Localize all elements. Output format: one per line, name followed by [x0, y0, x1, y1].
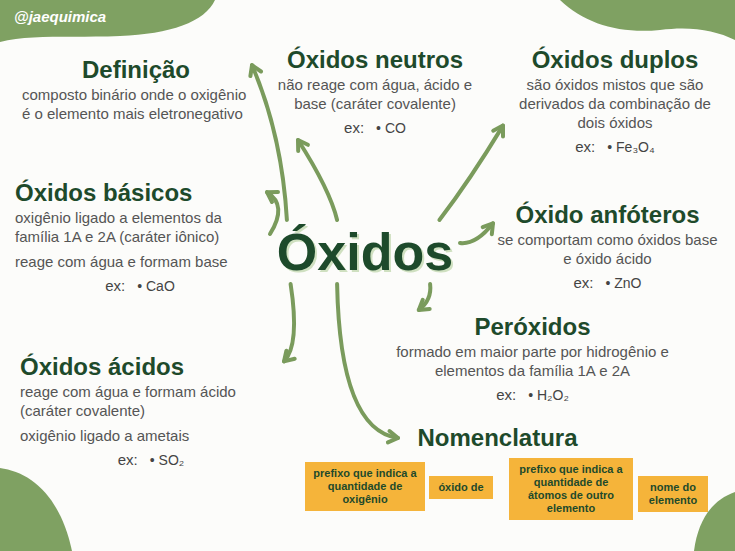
topic-block: Peróxidosformado em maior parte por hidr…	[370, 312, 695, 405]
example-label: ex:	[573, 273, 593, 292]
topic-block: Nomenclatura	[400, 423, 595, 453]
example-formula: • H₂O₂	[528, 386, 569, 405]
topic-body: oxigênio ligado a elementos da família 1…	[15, 208, 265, 246]
topic-heading: Peróxidos	[370, 312, 695, 342]
curved-arrow	[419, 284, 431, 310]
watermark: @jaequimica	[14, 8, 106, 26]
corner-blob	[0, 0, 215, 42]
example-label: ex:	[575, 137, 595, 156]
topic-heading: Definição	[22, 55, 250, 85]
nomenclature-box: prefixo que indica a quantidade de átomo…	[509, 458, 633, 520]
curved-arrow	[267, 192, 278, 234]
topic-body: formado em maior parte por hidrogênio e …	[370, 342, 695, 380]
topic-body: são óxidos mistos que são derivados da c…	[505, 75, 725, 132]
arrow-shaft	[419, 284, 431, 310]
topic-block: Óxidos duplossão óxidos mistos que são d…	[505, 45, 725, 157]
example-formula: • ZnO	[605, 274, 641, 293]
curved-arrow	[298, 140, 337, 220]
arrow-shaft	[284, 284, 294, 361]
nomenclature-text: prefixo que indica a quantidade de átomo…	[513, 463, 629, 515]
topic-note: oxigênio ligado a ametais	[20, 426, 282, 445]
example-formula: • CO	[376, 119, 406, 138]
curved-arrow	[460, 223, 493, 243]
arrow-shaft	[439, 126, 503, 220]
nomenclature-box: óxido de	[429, 476, 493, 499]
example-row: ex: • ZnO	[495, 273, 720, 293]
arrow-head	[284, 351, 295, 362]
curved-arrow	[337, 284, 398, 442]
nomenclature-box: prefixo que indica a quantidade de oxigê…	[305, 462, 425, 511]
example-formula: • Fe₃O₄	[607, 138, 654, 157]
topic-heading: Óxidos ácidos	[20, 352, 282, 382]
central-title: Óxidos	[272, 222, 458, 282]
topic-body: não reage com água, ácido e base (caráte…	[265, 75, 485, 113]
arrow-head	[250, 65, 261, 76]
example-row: ex: • H₂O₂	[370, 385, 695, 405]
topic-heading: Óxido anfóteros	[495, 200, 720, 230]
arrow-shaft	[460, 223, 493, 243]
curved-arrow	[439, 126, 503, 220]
example-label: ex:	[118, 450, 138, 469]
arrow-head	[483, 223, 493, 234]
nomenclature-text: nome do elemento	[642, 481, 704, 507]
arrow-head	[493, 126, 503, 137]
corner-blob	[0, 468, 72, 551]
topic-body: composto binário onde o oxigênio é o ele…	[22, 85, 250, 123]
curved-arrow	[284, 284, 295, 361]
topic-block: Óxidos neutrosnão reage com água, ácido …	[265, 45, 485, 138]
topic-block: Óxidos básicosoxigênio ligado a elemento…	[15, 178, 265, 296]
topic-block: Óxido anfóterosse comportam como óxidos …	[495, 200, 720, 293]
corner-blob	[560, 0, 735, 40]
nomenclature-text: óxido de	[433, 481, 489, 494]
example-row: ex: • CaO	[15, 276, 265, 296]
example-label: ex:	[105, 276, 125, 295]
arrow-head	[298, 140, 308, 151]
example-row: ex: • SO₂	[20, 450, 282, 470]
example-label: ex:	[344, 118, 364, 137]
arrow-head	[388, 431, 398, 442]
nomenclature-box: nome do elemento	[638, 476, 708, 512]
example-row: ex: • Fe₃O₄	[505, 137, 725, 157]
arrow-shaft	[337, 284, 398, 438]
arrow-shaft	[267, 192, 278, 234]
example-formula: • CaO	[137, 277, 175, 296]
topic-body: se comportam como óxidos base e óxido ác…	[495, 230, 720, 268]
topic-heading: Óxidos básicos	[15, 178, 265, 208]
example-formula: • SO₂	[150, 451, 184, 470]
nomenclature-text: prefixo que indica a quantidade de oxigê…	[309, 467, 421, 506]
example-row: ex: • CO	[265, 118, 485, 138]
topic-block: Óxidos ácidosreage com água e formam áci…	[20, 352, 282, 470]
arrow-head	[419, 300, 430, 310]
arrow-head	[267, 192, 278, 202]
central-topic: Óxidos	[272, 222, 458, 282]
example-label: ex:	[496, 385, 516, 404]
topic-block: Definiçãocomposto binário onde o oxigêni…	[22, 55, 250, 123]
topic-note: reage com água e formam base	[15, 252, 265, 271]
topic-heading: Óxidos neutros	[265, 45, 485, 75]
topic-heading: Nomenclatura	[400, 423, 595, 453]
topic-body: reage com água e formam ácido (caráter c…	[20, 382, 282, 420]
topic-heading: Óxidos duplos	[505, 45, 725, 75]
arrow-shaft	[298, 140, 337, 220]
